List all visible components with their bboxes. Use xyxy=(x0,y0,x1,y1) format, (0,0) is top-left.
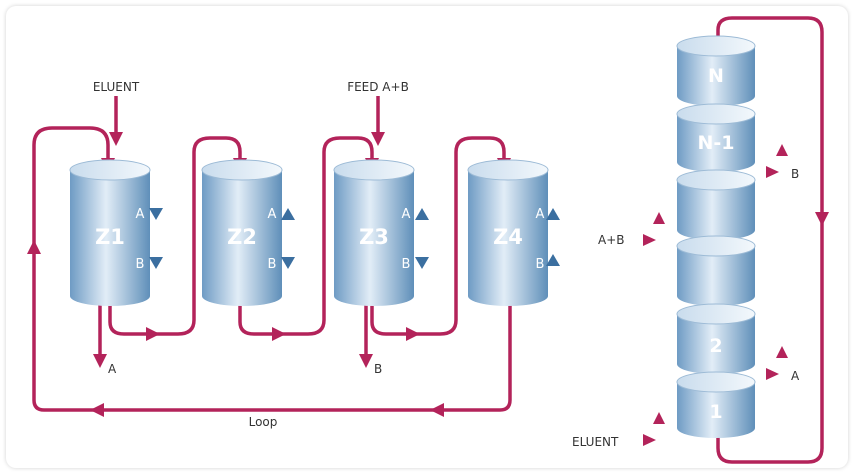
column-cell xyxy=(676,169,756,240)
outlet-b-label: B xyxy=(374,362,382,376)
loop-label: Loop xyxy=(249,415,278,429)
arrow-z2-z3 xyxy=(272,327,286,341)
port-right-icon xyxy=(766,368,779,380)
zone-label: Z2 xyxy=(227,225,257,249)
zone-mark-letter: B xyxy=(402,257,411,272)
column-cell: 2 xyxy=(676,303,756,374)
outlet-a-label: A xyxy=(108,362,117,376)
zone-column-1: Z1 A B xyxy=(69,159,163,306)
triangle-up-icon xyxy=(546,208,560,220)
zone-label: Z1 xyxy=(95,225,125,249)
zone-mark-letter: B xyxy=(536,257,545,272)
eluent-label: ELUENT xyxy=(93,80,140,94)
triangle-up-icon xyxy=(415,208,429,220)
triangle-down-icon xyxy=(149,257,163,269)
cell-stack: N N-1 2 1 xyxy=(676,35,756,438)
zone-mark-letter: A xyxy=(268,207,277,222)
arrow-loop-left-1 xyxy=(90,403,104,417)
arrow-feed-in xyxy=(371,132,385,146)
port-right-icon xyxy=(643,234,656,246)
port-a-label: A xyxy=(791,369,800,383)
cell-label: 1 xyxy=(709,401,722,423)
triangle-down-icon xyxy=(415,257,429,269)
arrow-z1-z2 xyxy=(146,327,160,341)
flow-lines xyxy=(32,96,512,412)
zone-label: Z4 xyxy=(493,225,523,249)
port-up-icon xyxy=(776,346,788,358)
column-cell xyxy=(676,235,756,306)
column-cell: N-1 xyxy=(676,103,756,172)
port-right-icon xyxy=(766,166,779,178)
arrow-z3-z4 xyxy=(406,327,420,341)
zone-label: Z3 xyxy=(359,225,389,249)
triangle-up-icon xyxy=(546,254,560,266)
zone-column-4: Z4 A B xyxy=(467,159,560,306)
arrow-loop-left-2 xyxy=(430,403,444,417)
column-cell: 1 xyxy=(676,371,756,438)
zone-mark-letter: B xyxy=(268,257,277,272)
triangle-down-icon xyxy=(149,208,163,220)
zone-mark-letter: A xyxy=(402,207,411,222)
zone-column-2: Z2 A B xyxy=(201,159,295,306)
arrow-outlet-a xyxy=(93,354,107,368)
port-up-icon xyxy=(653,412,665,424)
column-cell: N xyxy=(676,35,756,106)
cell-label: 2 xyxy=(709,335,722,357)
recycle-loop xyxy=(716,16,824,464)
zone-mark-letter: A xyxy=(536,207,545,222)
arrow-loop-up xyxy=(27,240,41,254)
port-eluent-label: ELUENT xyxy=(572,435,619,449)
zone-mark-letter: B xyxy=(136,257,145,272)
feed-label: FEED A+B xyxy=(347,80,409,94)
port-up-icon xyxy=(653,212,665,224)
arrow-eluent-in xyxy=(109,132,123,146)
arrow-recycle-down xyxy=(815,212,829,226)
port-ab-label: A+B xyxy=(598,233,625,247)
cell-label: N-1 xyxy=(697,132,734,154)
port-up-icon xyxy=(776,144,788,156)
zone-column-3: Z3 A B xyxy=(333,159,429,306)
cell-label: N xyxy=(708,65,724,87)
triangle-down-icon xyxy=(281,257,295,269)
zone-mark-letter: A xyxy=(136,207,145,222)
triangle-up-icon xyxy=(281,208,295,220)
arrow-outlet-b xyxy=(359,354,373,368)
port-b-label: B xyxy=(791,167,799,181)
port-right-icon xyxy=(643,434,656,446)
